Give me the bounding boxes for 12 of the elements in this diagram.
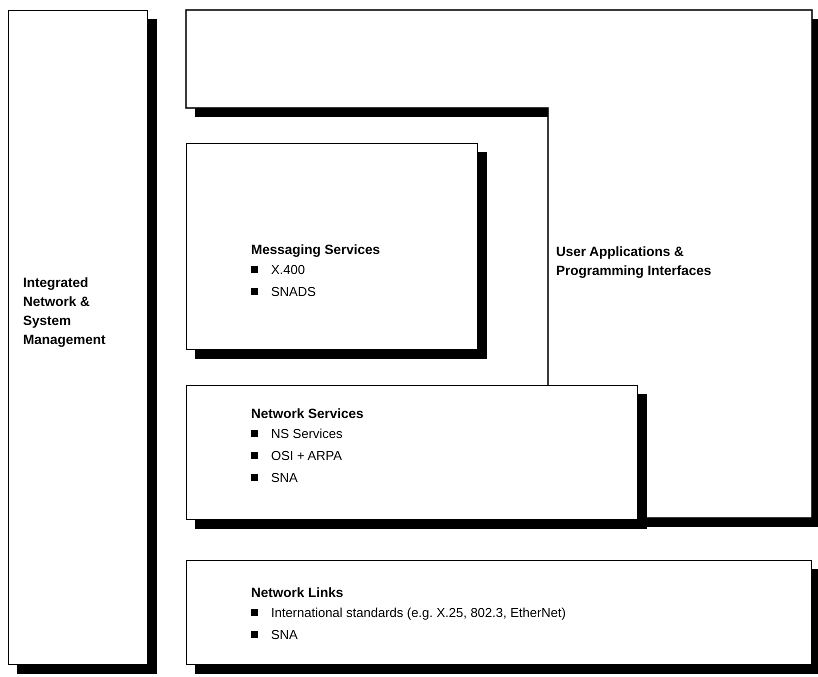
list-item-text: SNADS bbox=[271, 284, 316, 300]
list-item-text: OSI + ARPA bbox=[271, 448, 342, 464]
list-item-text: SNA bbox=[271, 470, 298, 486]
list-item-text: NS Services bbox=[271, 426, 343, 442]
layer-title: Network Links bbox=[251, 584, 344, 602]
layer-title: Network Services bbox=[251, 405, 365, 423]
list-item-text: SNA bbox=[271, 627, 298, 643]
layer-title: Integrated Network & System Management bbox=[23, 274, 107, 349]
layer-title: Messaging Services bbox=[251, 241, 382, 259]
list-item-text: International standards (e.g. X.25, 802.3, EtherNet) bbox=[271, 605, 566, 621]
list-item-text: X.400 bbox=[271, 262, 305, 278]
layer-title: User Applications & Programming Interfaces bbox=[556, 243, 712, 280]
